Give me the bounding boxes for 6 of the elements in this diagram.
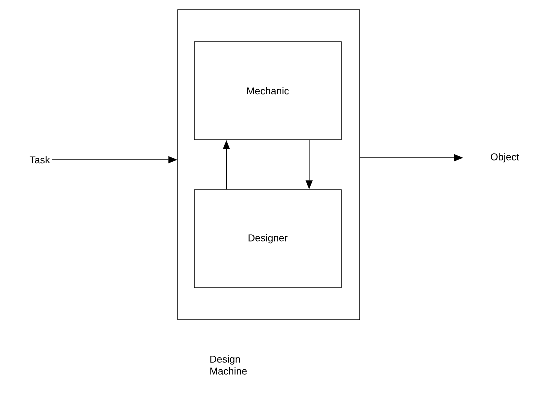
machine-box bbox=[178, 10, 360, 320]
process-box: Designer bbox=[194, 190, 342, 288]
process-box: Mechanic bbox=[194, 42, 342, 140]
node-label: Design Machine bbox=[210, 356, 247, 375]
node-label: Object bbox=[491, 153, 520, 163]
node-label: Task bbox=[30, 156, 50, 164]
